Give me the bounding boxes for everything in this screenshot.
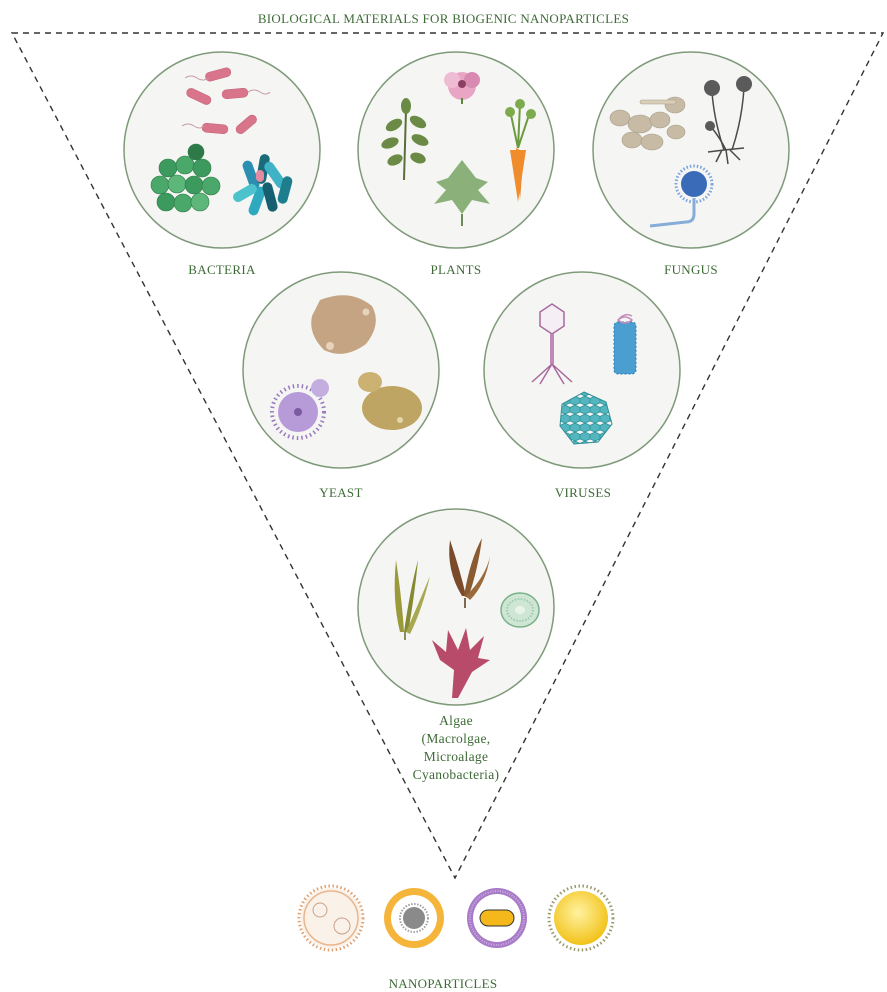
bacteria-circle — [124, 52, 320, 248]
liposome-nanoparticle-icon — [299, 886, 363, 950]
diagram-title: BIOLOGICAL MATERIALS FOR BIOGENIC NANOPA… — [0, 11, 887, 27]
diatom-icon — [501, 593, 539, 627]
plants-circle — [358, 52, 554, 248]
helical-virus-icon — [614, 315, 636, 374]
micelle-nanoparticle-icon — [384, 888, 444, 948]
algae-label-line: Microalage — [386, 748, 526, 766]
bacteria-label: BACTERIA — [162, 262, 282, 278]
nanoparticles-label: NANOPARTICLES — [368, 976, 518, 992]
plants-label: PLANTS — [396, 262, 516, 278]
solid-nanoparticle-icon — [549, 886, 613, 950]
algae-label: Algae (Macrolgae, Microalage Cyanobacter… — [386, 712, 526, 784]
viruses-label: VIRUSES — [523, 485, 643, 501]
algae-label-line: Algae — [386, 712, 526, 730]
vesicle-nanoparticle-icon — [467, 888, 527, 948]
algae-label-line: Cyanobacteria) — [386, 766, 526, 784]
algae-label-line: (Macrolgae, — [386, 730, 526, 748]
algae-circle — [358, 509, 554, 705]
yeast-circle — [243, 272, 439, 468]
fungus-label: FUNGUS — [631, 262, 751, 278]
viruses-circle — [484, 272, 680, 468]
yeast-label: YEAST — [281, 485, 401, 501]
fungus-circle — [593, 52, 789, 248]
